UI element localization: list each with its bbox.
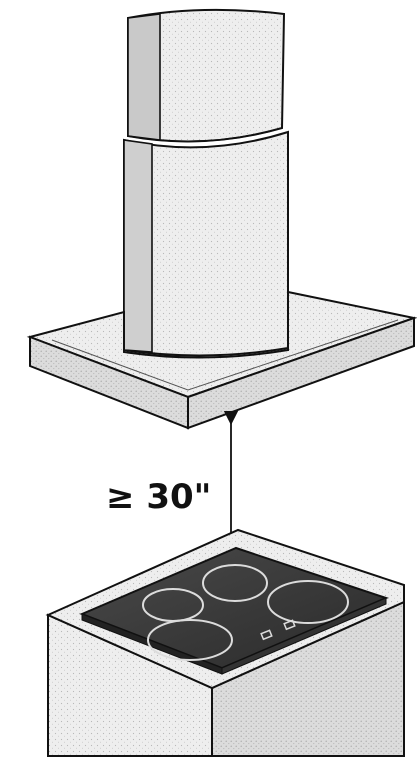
control-knob-icon xyxy=(283,619,296,631)
burner-front-left xyxy=(147,619,233,661)
clearance-label: ≥ 30" xyxy=(106,477,211,517)
clearance-dimension: ≥ 30" xyxy=(106,410,239,614)
control-knob-icon xyxy=(260,629,273,641)
burner-back-center xyxy=(202,564,268,602)
cooktop xyxy=(79,546,389,675)
range-hood-canopy xyxy=(26,290,417,430)
burner-front-right xyxy=(267,580,349,624)
range-hood-chimney xyxy=(123,8,289,357)
